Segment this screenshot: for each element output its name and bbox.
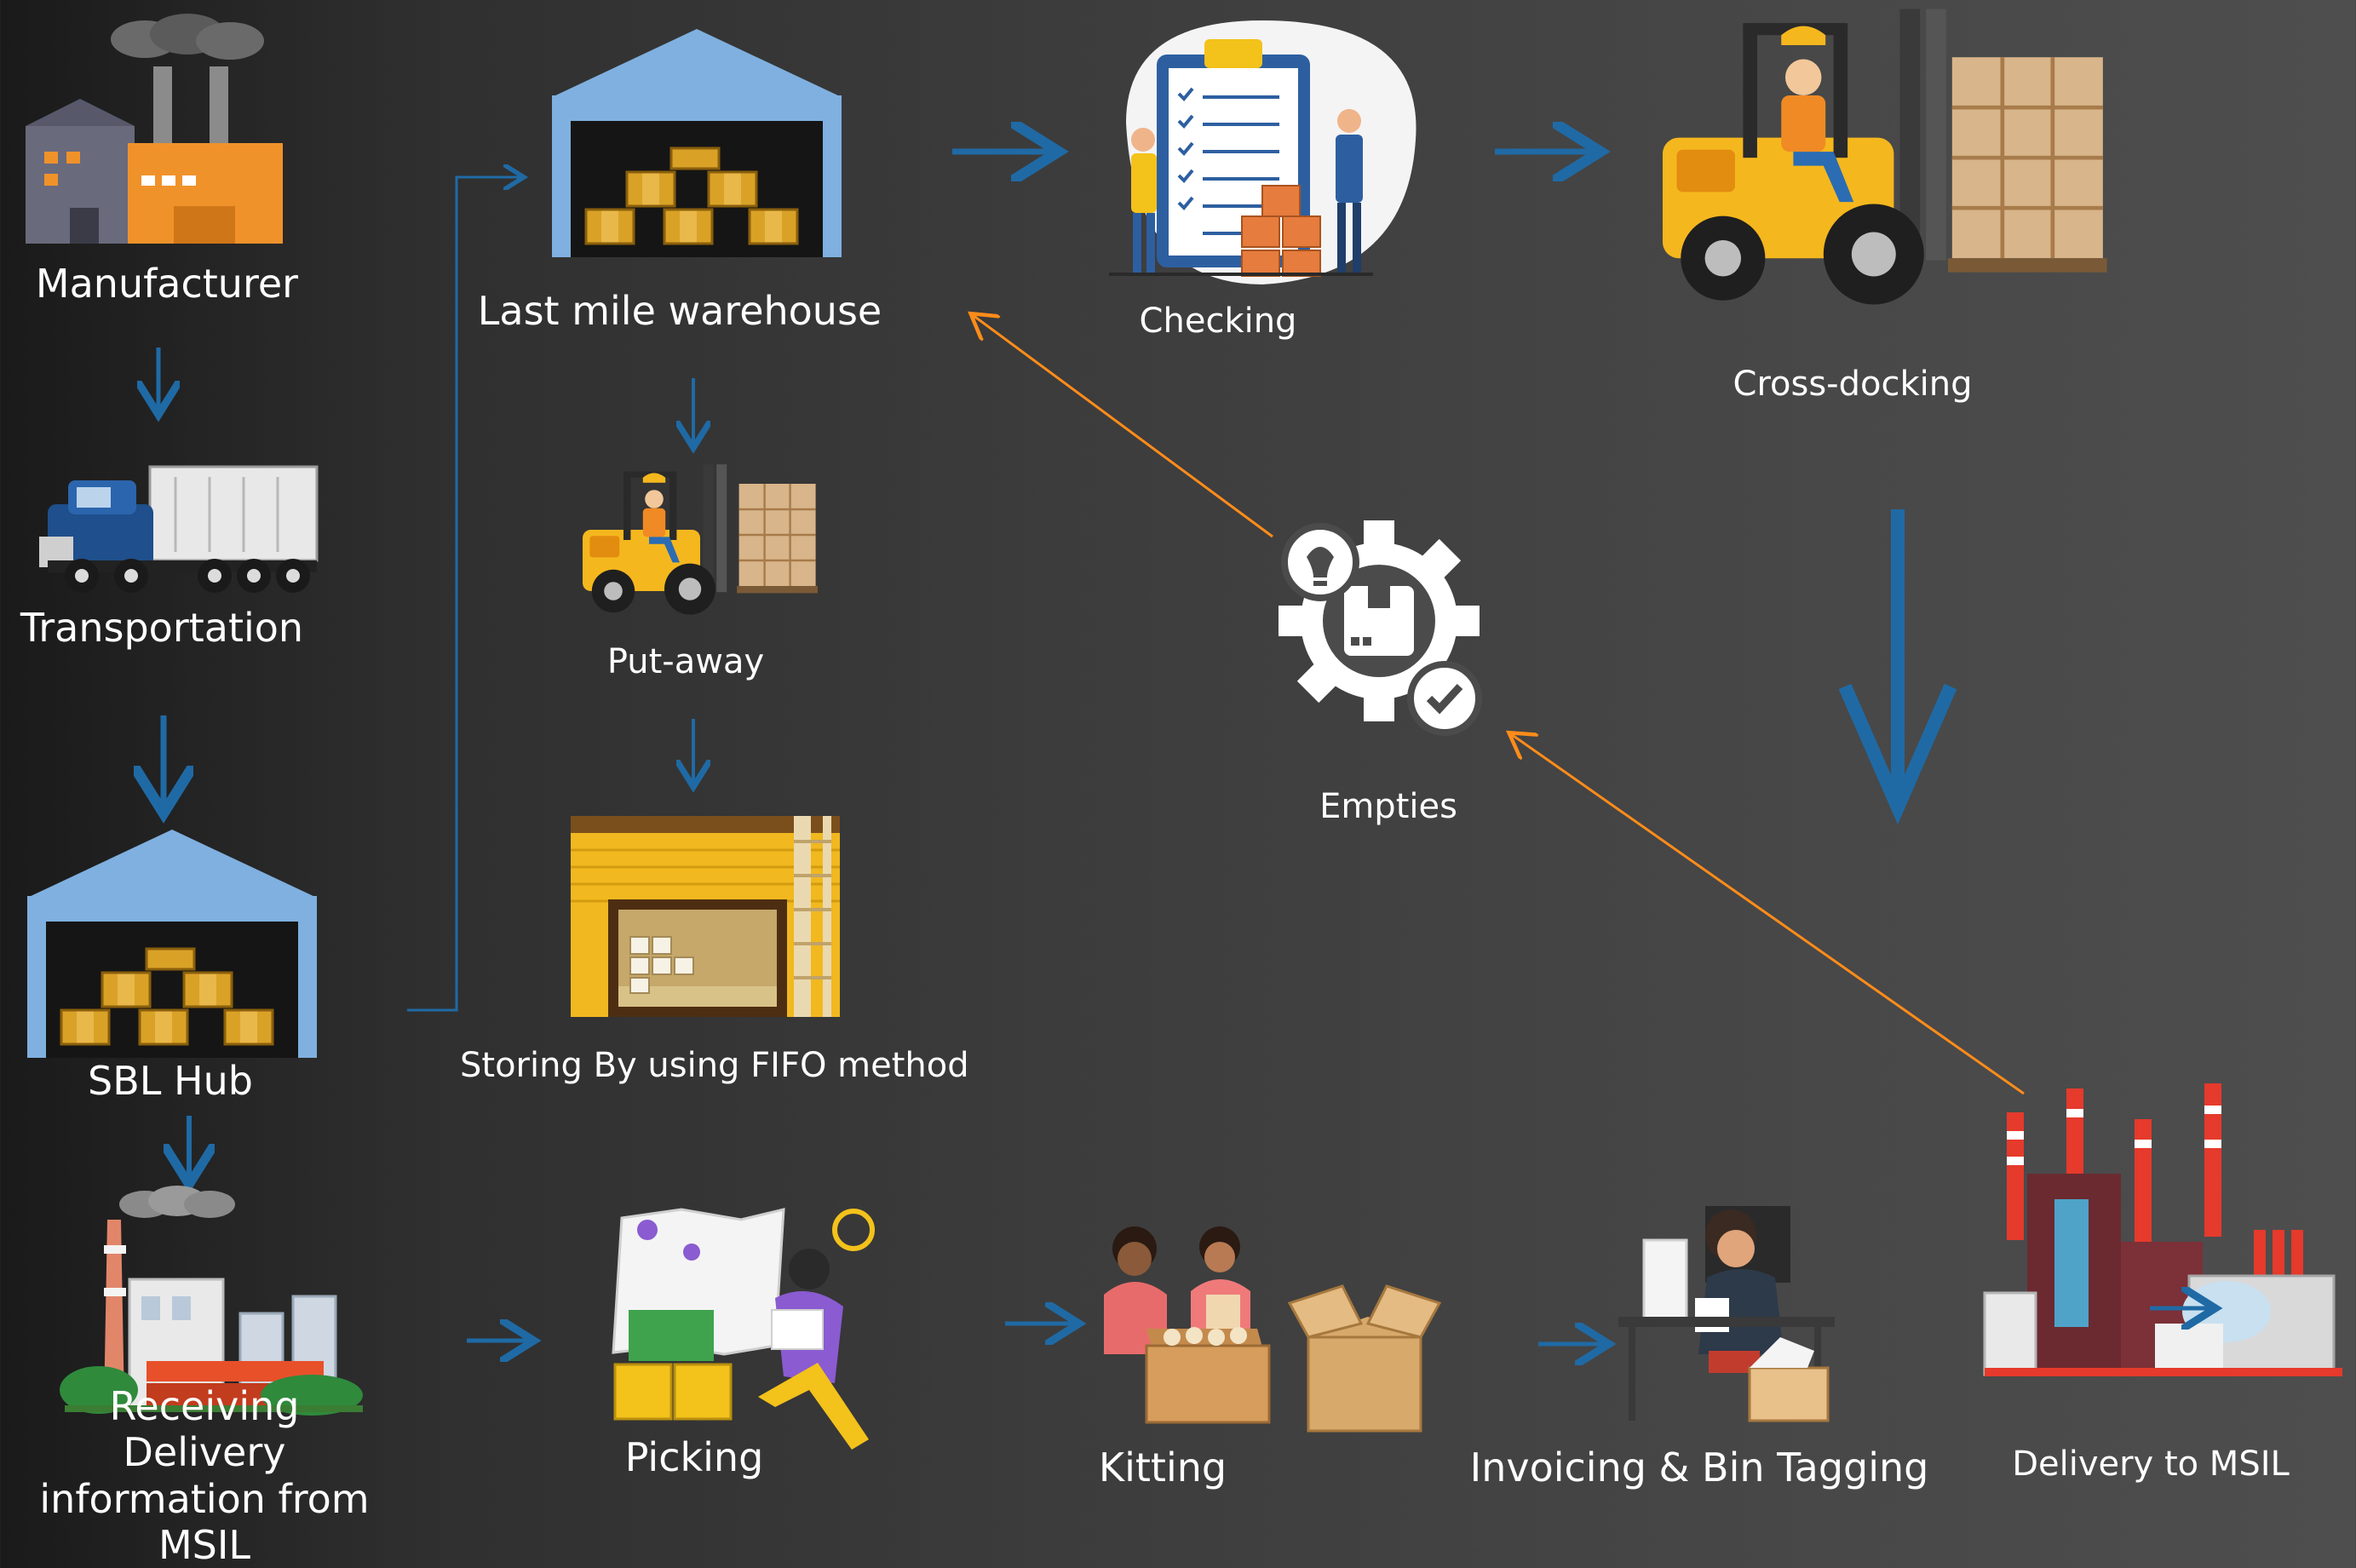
put-away-label: Put-away (606, 642, 765, 681)
storage-room-icon (571, 816, 840, 1017)
industrial-plant-icon (1983, 1083, 2342, 1376)
truck-icon (39, 465, 319, 593)
warehouse-icon (27, 830, 317, 1058)
arrow-sbl-hub-to-last-mile (407, 177, 521, 1012)
arrow-empties-to-last-mile (973, 315, 1273, 538)
process-flow-diagram (26, 9, 2342, 1450)
checklist-icon (1109, 20, 1416, 284)
arrow-delivery-to-empties (1511, 734, 2025, 1095)
kitting-label: Kitting (1098, 1445, 1227, 1490)
picking-label: Picking (624, 1434, 764, 1480)
arrow-cross-docking-to-delivery-head (1838, 683, 1957, 824)
packing-people-icon (1104, 1226, 1442, 1433)
plant-icon (60, 1186, 363, 1416)
warehouse-icon (552, 29, 842, 257)
forklift-icon (1663, 9, 2107, 305)
flow-arrows (158, 152, 1957, 1344)
return-arrows (973, 315, 2025, 1095)
transportation-label: Transportation (20, 605, 304, 651)
last-mile-warehouse-label: Last mile warehouse (477, 288, 882, 334)
storing-label: Storing By using FIFO method (460, 1046, 969, 1085)
cross-docking-label: Cross-docking (1733, 365, 1973, 404)
factory-icon (26, 14, 283, 244)
office-desk-icon (1618, 1206, 1835, 1422)
empties-label: Empties (1319, 787, 1457, 826)
delivery-label: Delivery to MSIL (2012, 1445, 2290, 1484)
checking-label: Checking (1139, 302, 1297, 341)
gear-box-icon (1279, 520, 1482, 736)
manufacturer-label: Manufacturer (35, 261, 299, 307)
receiving-label: Receiving Delivery information from MSIL (39, 1383, 370, 1568)
invoicing-label: Invoicing & Bin Tagging (1469, 1445, 1929, 1490)
forklift-icon (583, 464, 819, 615)
sbl-hub-label: SBL Hub (88, 1058, 253, 1104)
map-person-icon (612, 1208, 875, 1450)
